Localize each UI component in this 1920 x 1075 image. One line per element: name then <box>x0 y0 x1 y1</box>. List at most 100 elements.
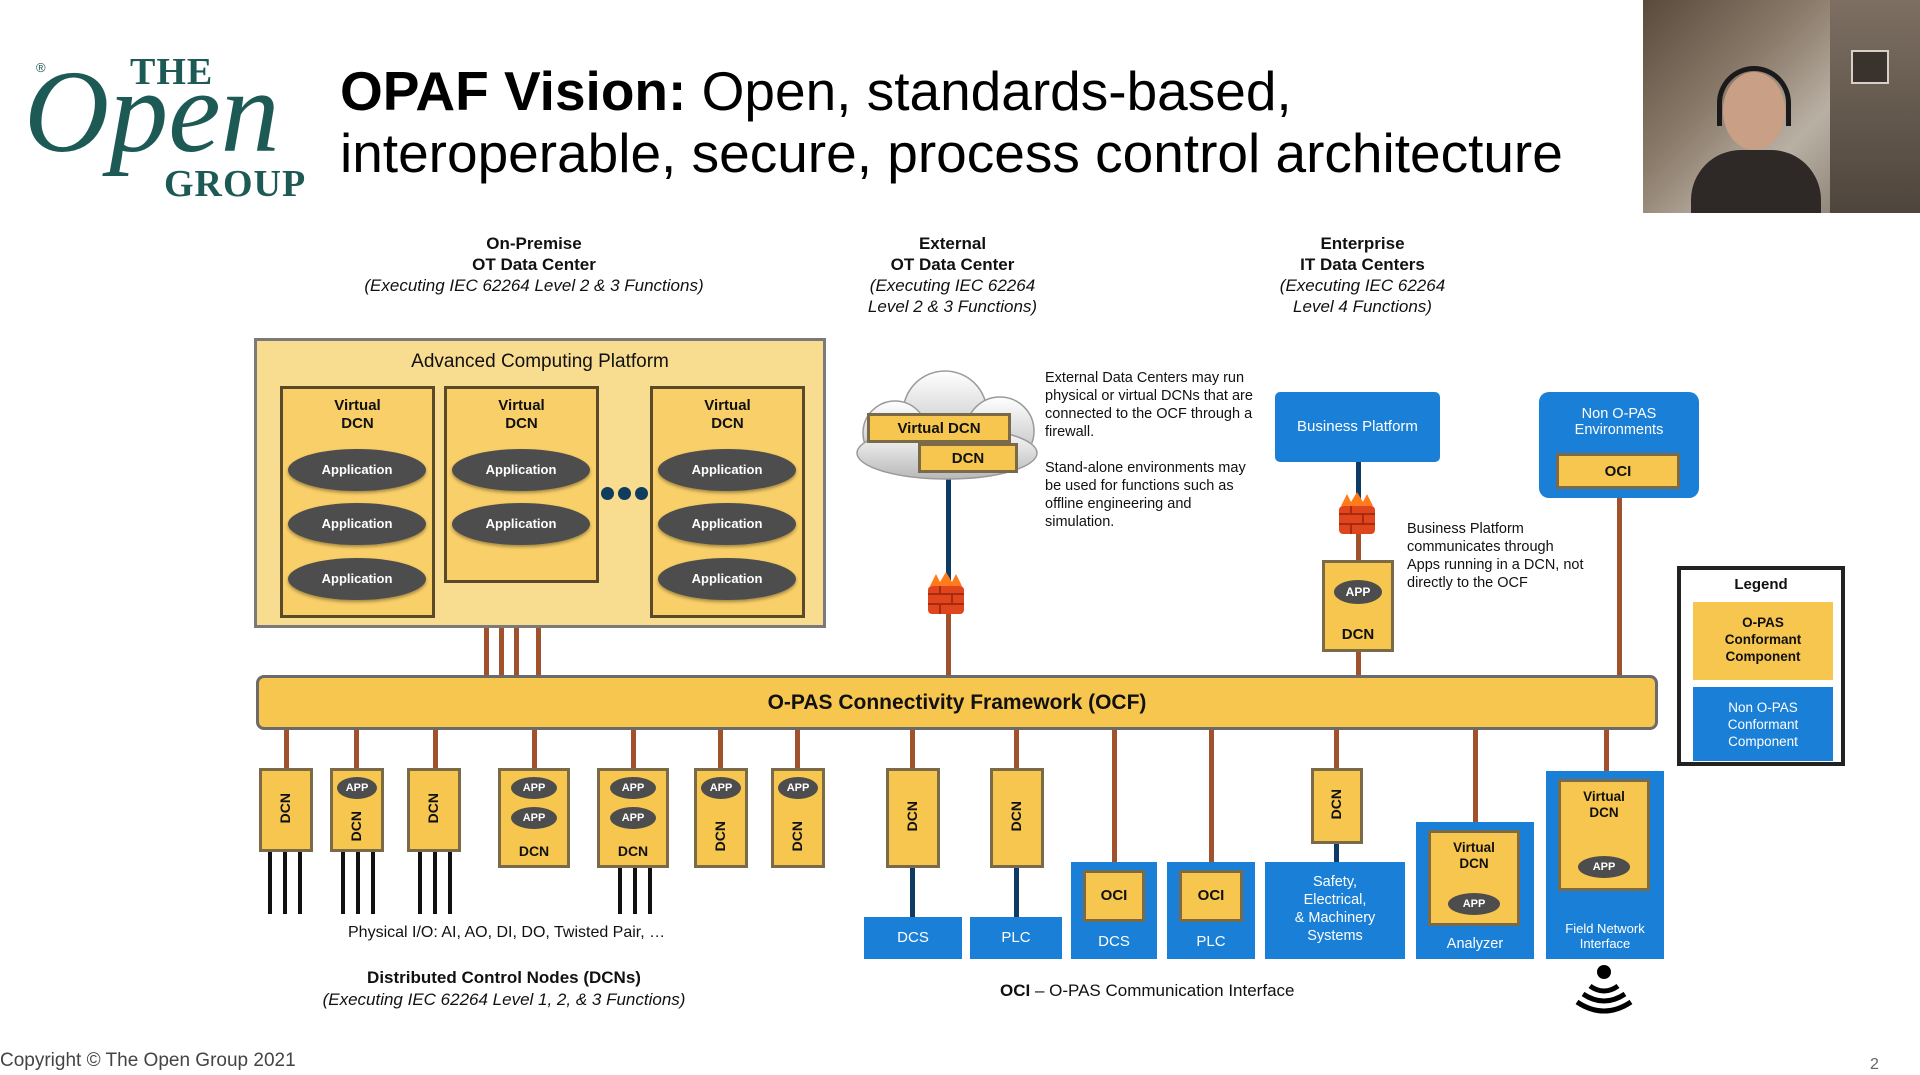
app-oval: APP <box>701 777 741 799</box>
title-bold: OPAF Vision: <box>340 60 687 122</box>
field-network-interface-box: Virtual DCN APP Field Network Interface <box>1546 771 1664 959</box>
advanced-computing-platform: Advanced Computing Platform Virtual DCN … <box>254 338 826 628</box>
bottom-wire <box>1112 728 1117 863</box>
ocf-bar: O-PAS Connectivity Framework (OCF) <box>256 675 1658 730</box>
legend-title: Legend <box>1734 576 1788 593</box>
app-oval: APP <box>511 807 557 829</box>
application-oval: Application <box>288 558 426 600</box>
bottom-wire <box>1014 728 1019 770</box>
legend-non-conformant: Non O-PAS Conformant Component <box>1693 687 1833 761</box>
oci-caption: OCI – O-PAS Communication Interface <box>1000 981 1295 1000</box>
page-number: 2 <box>1870 1056 1879 1073</box>
dcns-title: Distributed Control Nodes (DCNs) <box>367 968 641 987</box>
analyzer-box: Virtual DCN APP Analyzer <box>1416 822 1534 959</box>
plc-box: PLC <box>970 917 1062 959</box>
bottom-wire <box>532 728 537 770</box>
dcn-node: APP DCN <box>771 768 825 868</box>
application-oval: Application <box>658 558 796 600</box>
cloud-wire <box>946 470 951 585</box>
business-wire-lower <box>1356 530 1361 560</box>
ellipsis-icon <box>601 487 651 501</box>
virtual-dcn-box: Virtual DCN APP <box>1558 779 1650 891</box>
safety-systems-box: Safety, Electrical, & Machinery Systems <box>1265 862 1405 959</box>
dcn-node: DCN <box>990 768 1044 868</box>
bottom-wire <box>631 728 636 770</box>
app-oval: APP <box>1578 856 1630 878</box>
acp-wire <box>499 627 504 677</box>
dcn-node: DCN <box>886 768 940 868</box>
app-oval: APP <box>610 807 656 829</box>
app-oval: APP <box>610 777 656 799</box>
dcn-node: DCN <box>259 768 313 852</box>
dcn-node: DCN <box>1311 768 1363 844</box>
presenter-video <box>1643 0 1920 213</box>
firewall-icon <box>922 570 970 618</box>
copyright: Copyright © The Open Group 2021 <box>0 1050 296 1071</box>
firewall-icon <box>1333 490 1381 538</box>
app-oval: APP <box>1334 580 1382 604</box>
application-oval: Application <box>452 503 590 545</box>
app-oval: APP <box>778 777 818 799</box>
oci-dcs-box: OCI DCS <box>1071 862 1157 959</box>
business-platform: Business Platform <box>1275 392 1440 462</box>
title-rest: Open, standards-based, <box>686 60 1292 122</box>
acp-wire <box>484 627 489 677</box>
oci-box: OCI <box>1556 453 1680 489</box>
logo-group: GROUP <box>164 163 307 205</box>
registered-icon: ® <box>36 60 46 75</box>
application-oval: Application <box>658 449 796 491</box>
legend-conformant: O-PAS Conformant Component <box>1693 602 1833 680</box>
virtual-dcn-box: Virtual DCN APP <box>1428 830 1520 926</box>
wall-frame <box>1851 50 1889 84</box>
bottom-wire <box>284 728 289 770</box>
dcns-subtitle: (Executing IEC 62264 Level 1, 2, & 3 Fun… <box>322 990 686 1009</box>
plc-wire <box>1014 868 1019 918</box>
non-opas-environments: Non O-PAS Environments OCI <box>1539 392 1699 498</box>
app-oval: APP <box>337 777 377 799</box>
dcs-wire <box>910 868 915 918</box>
application-oval: Application <box>452 449 590 491</box>
virtual-dcn-2: Virtual DCN Application Application <box>444 386 599 583</box>
bottom-wire <box>1334 728 1339 770</box>
bottom-wire <box>910 728 915 770</box>
bottom-wire <box>1473 728 1478 823</box>
acp-wire <box>536 627 541 677</box>
acp-title: Advanced Computing Platform <box>411 351 669 372</box>
application-oval: Application <box>288 503 426 545</box>
headset-icon <box>1717 66 1791 126</box>
logo-open: Open <box>24 46 280 177</box>
business-wire <box>1356 460 1361 510</box>
bottom-wire <box>718 728 723 770</box>
virtual-dcn-3: Virtual DCN Application Application Appl… <box>650 386 805 618</box>
bottom-wire <box>1604 728 1609 773</box>
bottom-wire <box>354 728 359 770</box>
external-header: External OT Data Center (Executing IEC 6… <box>867 234 1038 316</box>
logo-the: THE <box>130 51 214 93</box>
application-oval: Application <box>288 449 426 491</box>
non-opas-wire <box>1617 496 1622 677</box>
dcn-node: APP DCN <box>330 768 384 852</box>
dcn-label: DCN <box>1341 626 1375 643</box>
dcn-node: DCN <box>407 768 461 852</box>
dcn-node: APP APP DCN <box>597 768 669 868</box>
acp-wire <box>514 627 519 677</box>
cloud-dcn: DCN <box>918 443 1018 473</box>
business-note: Business Platform communicates through A… <box>1407 521 1584 591</box>
application-oval: Application <box>658 503 796 545</box>
oci-box: OCI <box>1083 870 1145 922</box>
wireless-signal-icon <box>1574 962 1634 1016</box>
dcn-node: APP APP DCN <box>498 768 570 868</box>
safety-wire <box>1334 842 1339 862</box>
enterprise-header: Enterprise IT Data Centers (Executing IE… <box>1279 234 1446 316</box>
onprem-header: On-Premise OT Data Center (Executing IEC… <box>364 234 704 295</box>
enterprise-dcn-wire <box>1356 650 1361 677</box>
oci-box: OCI <box>1179 870 1243 922</box>
bottom-wire <box>433 728 438 770</box>
cloud-wire-lower <box>946 610 951 677</box>
app-oval: APP <box>1448 893 1500 915</box>
page-title: OPAF Vision: Open, standards-based, inte… <box>340 60 1630 184</box>
enterprise-app-dcn: APP DCN <box>1322 560 1394 652</box>
dcn-node: APP DCN <box>694 768 748 868</box>
physical-io-caption: Physical I/O: AI, AO, DI, DO, Twisted Pa… <box>348 924 666 941</box>
cloud-virtual-dcn: Virtual DCN <box>867 413 1011 443</box>
